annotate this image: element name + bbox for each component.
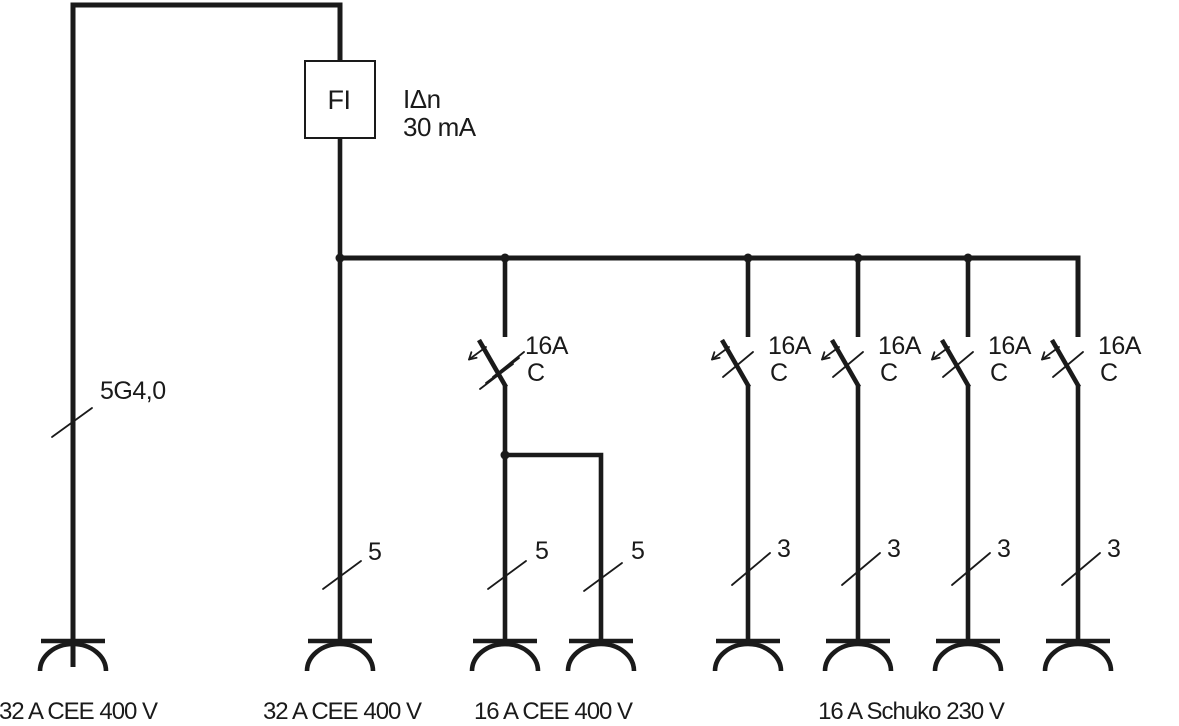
rcd-spec-line1: IΔn (403, 84, 441, 114)
socket-icon (565, 638, 637, 672)
breaker-rating-label: 16A (878, 332, 922, 360)
cable-slash-icon (51, 407, 93, 438)
wire-count-label: 5 (368, 538, 381, 566)
socket-icon (469, 638, 541, 672)
socket-icon (304, 638, 376, 672)
rcd-box (304, 60, 376, 139)
wire-count-label: 3 (1107, 535, 1120, 563)
breaker-curve-label: C (527, 359, 545, 387)
supply-circuit: 5G4,0 32 A CEE 400 V (0, 2, 343, 725)
socket-icon (712, 638, 784, 672)
breaker-rating-label: 16A (768, 332, 812, 360)
bus-line (340, 255, 1081, 337)
breaker-icon (1041, 338, 1084, 389)
socket-icon (37, 638, 109, 672)
cable-size-label: 5G4,0 (100, 377, 166, 405)
junction-dot (500, 450, 510, 460)
breaker-curve-label: C (990, 359, 1008, 387)
branch-cee16: 16A C 5 5 16 A CEE 400 V (468, 258, 645, 725)
socket-icon (932, 638, 1004, 672)
outlet-label: 16 A Schuko 230 V (818, 698, 1005, 725)
wire-count-slash-icon (731, 552, 771, 586)
branch-cee32: 5 32 A CEE 400 V (263, 258, 423, 725)
wire-count-label: 3 (777, 535, 790, 563)
wire-count-slash-icon (841, 552, 881, 586)
outlet-label: 32 A CEE 400 V (0, 698, 158, 725)
breaker-icon (931, 258, 974, 389)
breaker-icon (821, 258, 864, 389)
wire-count-slash-icon (583, 562, 623, 592)
branch-schuko-2: 16A C 3 (821, 258, 922, 672)
supply-line (70, 2, 343, 667)
rcd: FI IΔn 30 mA (304, 60, 477, 258)
wire-count-slash-icon (322, 560, 362, 590)
wire-count-label: 5 (631, 537, 644, 565)
breaker-rating-label: 16A (525, 332, 569, 360)
outlet-label: 16 A CEE 400 V (474, 698, 633, 725)
breaker-rating-label: 16A (1098, 332, 1142, 360)
branch-schuko-3: 16A C 3 (931, 258, 1032, 672)
breaker-rating-label: 16A (988, 332, 1032, 360)
breaker-icon (711, 258, 754, 389)
outlet-label: 32 A CEE 400 V (263, 698, 422, 725)
breaker-icon (468, 258, 525, 390)
breaker-curve-label: C (770, 359, 788, 387)
breaker-curve-label: C (880, 359, 898, 387)
breaker-curve-label: C (1100, 359, 1118, 387)
rcd-spec-line2: 30 mA (403, 112, 477, 142)
branch-schuko-1: 16A C 3 (711, 258, 812, 672)
socket-icon (822, 638, 894, 672)
branch-schuko-4: 16A C 3 (1041, 332, 1142, 672)
wire-count-label: 3 (997, 535, 1010, 563)
rcd-label: FI (328, 85, 351, 115)
wire-count-label: 3 (887, 535, 900, 563)
socket-icon (1042, 638, 1114, 672)
wire-count-slash-icon (1061, 552, 1101, 586)
branch-tee-line (505, 452, 604, 641)
wire-count-slash-icon (487, 560, 527, 590)
wire-count-label: 5 (535, 537, 548, 565)
wire-count-slash-icon (951, 552, 991, 586)
